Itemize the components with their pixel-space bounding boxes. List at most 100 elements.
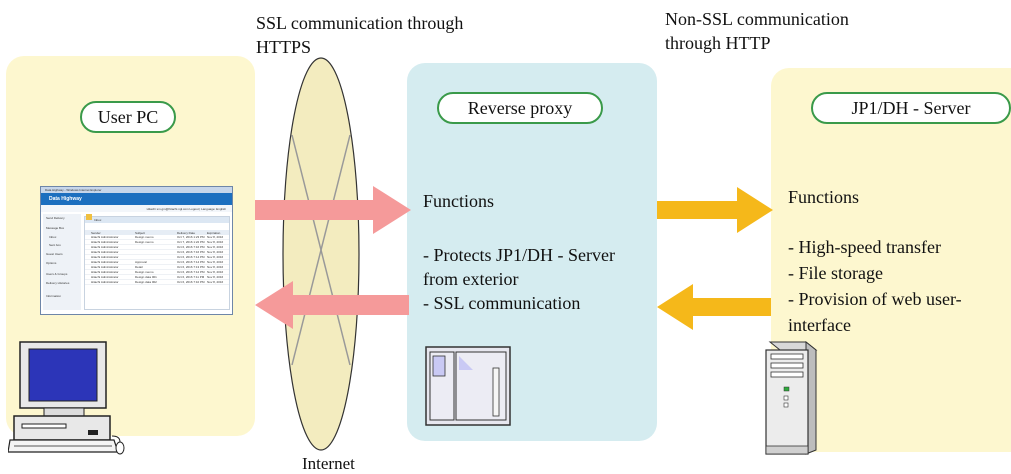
table-row[interactable]: Hitachi Administrator Design data 001 Oc… — [85, 275, 229, 280]
nonssl-label-line2: through HTTP — [665, 33, 771, 53]
cell-subject: Detail — [135, 265, 143, 269]
server-tower-icon — [765, 340, 818, 455]
side-menu: Send Delivery Message Box Inbox Sent box… — [43, 214, 81, 310]
user-pc-title: User PC — [80, 101, 176, 133]
menu-item[interactable]: Options — [46, 261, 57, 265]
server-function-3: - Provision of web user- — [788, 289, 962, 309]
table-row[interactable]: Hitachi Administrator Oct 6, 2016 7:14 P… — [85, 255, 229, 260]
cell-sender: Hitachi Administrator — [91, 270, 119, 274]
cell-date: Oct 6, 2016 7:13 PM — [177, 265, 205, 269]
app-header: Data Highway — [41, 193, 232, 205]
menu-item[interactable]: Delivery Histories — [46, 281, 70, 285]
cell-date: Oct 6, 2016 7:11 PM — [177, 275, 205, 279]
cell-sender: Hitachi Administrator — [91, 260, 119, 264]
menu-item[interactable]: Users & Groups — [46, 272, 68, 276]
reverse-proxy-appliance-icon — [425, 346, 511, 426]
ssl-arrow-right — [255, 186, 411, 234]
cell-subject: Design memo — [135, 240, 154, 244]
cell-subject: Design data 002 — [135, 280, 157, 284]
proxy-function-2: from exterior — [423, 269, 519, 289]
col-date: Delivery Date — [177, 231, 196, 235]
nonssl-label-line1: Non-SSL communication — [665, 9, 849, 29]
cell-subject: Design data 001 — [135, 275, 157, 279]
cell-sender: Hitachi Administrator — [91, 250, 119, 254]
col-sender: Sender — [91, 231, 101, 235]
cell-subject: Approval — [135, 260, 147, 264]
http-arrow-left — [657, 284, 771, 330]
table-header: Sender Subject Delivery Date Expiration — [85, 230, 229, 235]
top-bar: Hitachi sm.gm@hitachi.ngl.com Logout | L… — [41, 205, 232, 212]
web-ui-screenshot: Data Highway - Windows Internet Explorer… — [40, 186, 233, 315]
cell-sender: Hitachi Administrator — [91, 235, 119, 239]
app-name: Data Highway — [49, 196, 82, 202]
cell-expiration: Nov 8, 2016 — [207, 260, 224, 264]
cell-subject: Design memo — [135, 235, 154, 239]
proxy-functions-heading: Functions — [423, 191, 495, 211]
proxy-function-3: - SSL communication — [423, 293, 581, 313]
cell-sender: Hitachi Administrator — [91, 265, 119, 269]
cell-expiration: Nov 8, 2016 — [207, 255, 224, 259]
table-row[interactable]: Hitachi Administrator Design data 002 Oc… — [85, 280, 229, 285]
cell-sender: Hitachi Administrator — [91, 240, 119, 244]
cell-date: Oct 7, 2016 1:23 PM — [177, 235, 205, 239]
col-subject: Subject — [135, 231, 146, 235]
inbox-icon — [86, 214, 92, 220]
table-row[interactable]: Hitachi Administrator Detail Oct 6, 2016… — [85, 265, 229, 270]
cell-date: Oct 6, 2016 7:12 PM — [177, 270, 205, 274]
cell-sender: Hitachi Administrator — [91, 280, 119, 284]
cell-expiration: Nov 8, 2016 — [207, 235, 224, 239]
cell-subject: Design memo — [135, 270, 154, 274]
cell-expiration: Nov 8, 2016 — [207, 240, 224, 244]
table-row[interactable]: Hitachi Administrator Oct 6, 2016 7:16 P… — [85, 245, 229, 250]
inbox-title: Inbox — [94, 218, 102, 222]
table-row[interactable]: Hitachi Administrator Oct 6, 2016 7:16 P… — [85, 250, 229, 255]
cell-date: Oct 6, 2016 7:16 PM — [177, 245, 205, 249]
cell-expiration: Nov 8, 2016 — [207, 275, 224, 279]
server-functions-heading: Functions — [788, 187, 860, 207]
inbox-header: Inbox — [85, 214, 229, 223]
cell-date: Oct 6, 2016 7:10 PM — [177, 280, 205, 284]
internet-ellipse — [282, 57, 360, 451]
cell-expiration: Nov 8, 2016 — [207, 250, 224, 254]
table-row[interactable]: Hitachi Administrator Approval Oct 6, 20… — [85, 260, 229, 265]
cell-date: Oct 6, 2016 7:14 PM — [177, 255, 205, 259]
menu-item[interactable]: Information — [46, 294, 62, 298]
menu-item[interactable]: Sent box — [49, 243, 61, 247]
menu-item[interactable]: Message Box — [46, 226, 65, 230]
menu-item[interactable]: Guest Users — [46, 252, 63, 256]
cell-expiration: Nov 8, 2016 — [207, 270, 224, 274]
cell-date: Oct 6, 2016 7:16 PM — [177, 250, 205, 254]
internet-label: Internet — [302, 454, 355, 473]
cell-expiration: Nov 8, 2016 — [207, 280, 224, 284]
cell-date: Oct 6, 2016 7:14 PM — [177, 260, 205, 264]
http-arrow-right — [657, 187, 773, 233]
cell-expiration: Nov 8, 2016 — [207, 245, 224, 249]
cell-sender: Hitachi Administrator — [91, 245, 119, 249]
server-title: JP1/DH - Server — [811, 92, 1011, 124]
table-row[interactable]: Hitachi Administrator Design memo Oct 7,… — [85, 235, 229, 240]
server-function-4: interface — [788, 315, 851, 335]
table-body: Hitachi Administrator Design memo Oct 7,… — [85, 235, 229, 285]
user-info: Hitachi sm.gm@hitachi.ngl.com Logout | L… — [146, 207, 226, 211]
ssl-label-line2: HTTPS — [256, 37, 312, 57]
table-row[interactable]: Hitachi Administrator Design memo Oct 6,… — [85, 270, 229, 275]
reverse-proxy-title: Reverse proxy — [437, 92, 603, 124]
inbox-panel: Inbox Sender Subject Delivery Date Expir… — [84, 214, 230, 310]
cell-date: Oct 7, 2016 1:22 PM — [177, 240, 205, 244]
ssl-label-line1: SSL communication through — [256, 13, 464, 33]
desktop-computer-icon — [8, 341, 125, 455]
ssl-arrow-left — [255, 281, 409, 329]
col-expiration: Expiration — [207, 231, 221, 235]
inbox-toolbar — [85, 223, 229, 230]
table-row[interactable]: Hitachi Administrator Design memo Oct 7,… — [85, 240, 229, 245]
window-title-bar: Data Highway - Windows Internet Explorer — [41, 187, 232, 193]
window-title: Data Highway - Windows Internet Explorer — [45, 188, 102, 192]
proxy-function-1: - Protects JP1/DH - Server — [423, 245, 615, 265]
menu-item[interactable]: Send Delivery — [46, 216, 65, 220]
cell-sender: Hitachi Administrator — [91, 275, 119, 279]
menu-item[interactable]: Inbox — [49, 235, 57, 239]
cell-sender: Hitachi Administrator — [91, 255, 119, 259]
server-function-2: - File storage — [788, 263, 883, 283]
cell-expiration: Nov 8, 2016 — [207, 265, 224, 269]
server-function-1: - High-speed transfer — [788, 237, 941, 257]
